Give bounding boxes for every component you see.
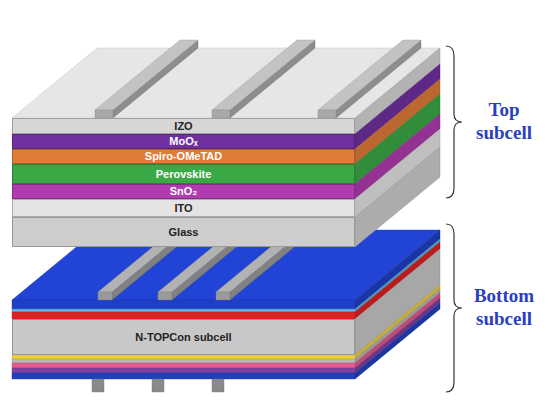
rear-finger [92,379,104,392]
subcell-bracket [446,46,462,198]
layer-side-face [355,298,440,373]
finger-front [212,110,230,118]
layer-side-face [355,289,440,363]
layer-label: SnO₂ [170,186,198,197]
rear-finger [152,379,164,392]
subcell-label: Bottom subcell [460,285,548,331]
layer-side-face [355,147,440,247]
finger-top [212,40,315,110]
layer-front-face [12,368,355,373]
layer-label: IZO [174,121,192,132]
finger-side [230,40,315,118]
layer-front-face [12,300,355,309]
layer-band: SnO₂ [12,184,355,199]
finger-side [113,40,198,118]
subcell-bracket [446,224,462,392]
finger-front [95,110,113,118]
subcell-label: Top subcell [460,99,548,145]
finger-front [98,292,112,300]
layer-label: Glass [169,227,199,238]
layer-label: N-TOPCon subcell [135,332,231,343]
layer-side-face [355,303,440,379]
rear-finger [212,379,224,392]
layer-band: ITO [12,199,355,217]
layer-label: Perovskite [156,169,212,180]
layer-band: MoOₓ [12,134,355,149]
layer-front-face [12,359,355,363]
finger-side [336,40,421,118]
layer-band: Glass [12,217,355,247]
finger-front [216,292,230,300]
top-subcell-illustration [12,40,440,247]
layer-front-face [12,355,355,359]
layer-band: N-TOPCon subcell [12,319,355,355]
finger-top [318,40,421,110]
bottom-subcell-illustration [12,222,440,392]
finger-front [318,110,336,118]
layer-band: IZO [12,118,355,134]
layer-label: ITO [174,203,192,214]
layer-front-face [12,363,355,368]
finger-front [158,292,172,300]
finger-top [95,40,198,110]
layer-label: Spiro-OMeTAD [145,151,222,162]
layer-side-face [355,293,440,368]
layer-band: Perovskite [12,164,355,184]
layer-band: Spiro-OMeTAD [12,149,355,164]
layer-front-face [12,309,355,312]
layer-side-face [355,285,440,359]
layer-front-face [12,373,355,379]
layer-front-face [12,312,355,319]
layer-label: MoOₓ [169,136,197,147]
